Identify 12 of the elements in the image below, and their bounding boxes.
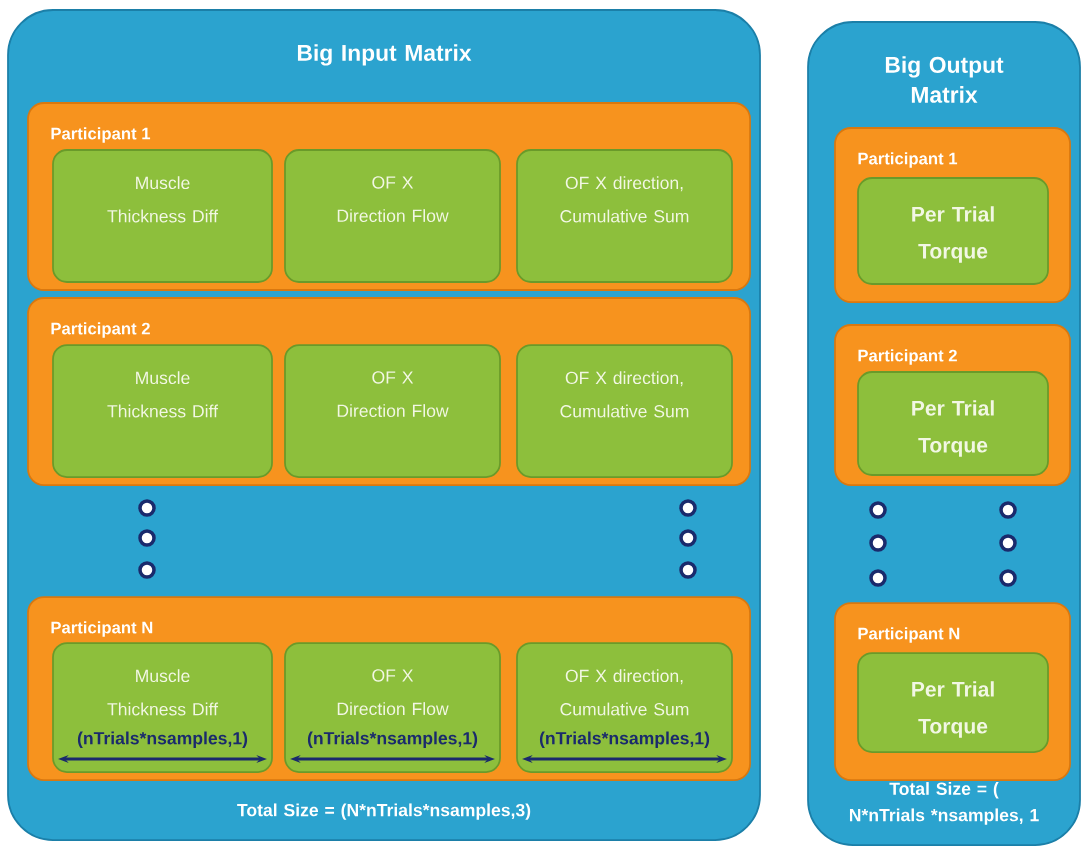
feature-box: Per Trial Torque [857, 371, 1049, 476]
feature-box: OF X direction, Cumulative Sum [516, 344, 733, 478]
feature-box: Muscle Thickness Diff (nTrials*nsamples,1) [52, 642, 273, 773]
feature-box: Muscle Thickness Diff [52, 149, 273, 283]
feature-box: Per Trial Torque [857, 177, 1049, 285]
feature-box: OF X direction, Cumulative Sum (nTrials*nsamples,1) [516, 642, 733, 773]
feature-box: Per Trial Torque [857, 652, 1049, 753]
feature-box: OF X Direction Flow (nTrials*nsamples,1) [284, 642, 501, 773]
feature-box: OF X direction, Cumulative Sum [516, 149, 733, 283]
feature-box: OF X Direction Flow [284, 344, 501, 478]
feature-box: OF X Direction Flow [284, 149, 501, 283]
feature-box: Muscle Thickness Diff [52, 344, 273, 478]
